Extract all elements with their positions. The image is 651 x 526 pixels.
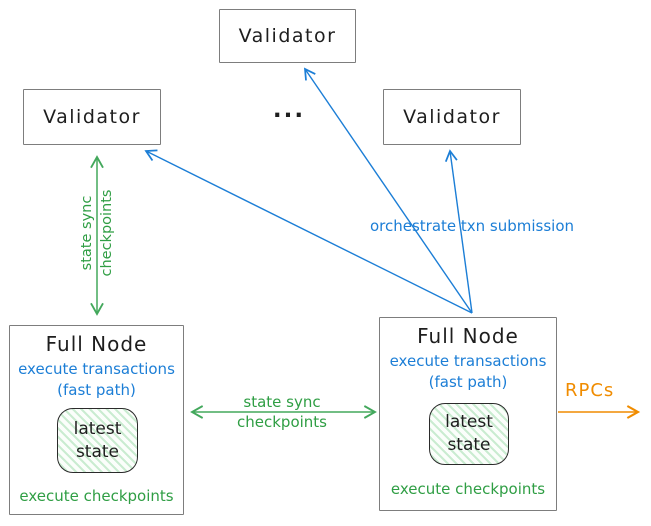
orchestrate-txn-submission-label: orchestrate txn submission (369, 217, 575, 235)
horizontal-sync-line2: checkpoints (237, 413, 327, 431)
validator-right-label: Validator (403, 106, 501, 128)
validator-left-label: Validator (43, 106, 141, 128)
blue-arrow-to-right-validator (444, 149, 473, 314)
full-node-right-title: Full Node (417, 324, 519, 348)
validator-box-top: Validator (219, 9, 356, 63)
full-node-left-execute-checkpoints: execute checkpoints (19, 487, 174, 505)
horizontal-sync-line1: state sync (243, 393, 321, 411)
full-node-right-execute-checkpoints: execute checkpoints (390, 480, 546, 498)
full-node-left-fast-path: (fast path) (57, 381, 136, 399)
validators-ellipsis: ... (272, 97, 306, 123)
latest-state-line2: state (75, 441, 120, 462)
blue-arrow-to-left-validator (144, 149, 473, 314)
latest-state-line1: latest (73, 418, 122, 439)
rpcs-label: RPCs (565, 380, 615, 401)
validator-box-left: Validator (23, 89, 161, 145)
full-node-box-left: Full Node execute transactions (fast pat… (9, 325, 184, 515)
vertical-sync-line1: state sync (79, 195, 95, 271)
validator-top-label: Validator (238, 25, 337, 47)
state-sync-checkpoints-label-horizontal: state sync checkpoints (212, 392, 352, 432)
full-node-right-execute-transactions: execute transactions (389, 352, 547, 370)
validator-box-right: Validator (383, 89, 521, 145)
latest-state-line2: state (447, 435, 491, 455)
full-node-left-latest-state-box: latest state (57, 408, 138, 473)
full-node-left-title: Full Node (45, 332, 148, 356)
full-node-box-right: Full Node execute transactions (fast pat… (379, 317, 557, 511)
full-node-right-fast-path: (fast path) (428, 373, 508, 391)
full-node-left-execute-transactions: execute transactions (18, 360, 175, 378)
full-node-right-latest-state-box: latest state (429, 403, 509, 465)
state-sync-checkpoints-label-vertical: state sync checkpoints (78, 168, 120, 298)
vertical-sync-line2: checkpoints (98, 189, 115, 277)
latest-state-line1: latest (445, 412, 493, 433)
